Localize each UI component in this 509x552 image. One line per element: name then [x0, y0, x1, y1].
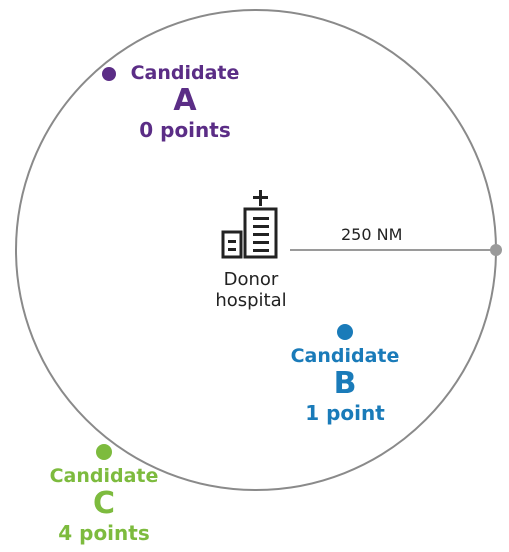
- candidate-a-label: Candidate A 0 points: [115, 62, 255, 142]
- candidate-c-word: Candidate: [49, 465, 159, 487]
- radius-endpoint-dot: [490, 244, 502, 256]
- candidate-b-points: 1 point: [305, 401, 385, 425]
- radius-label: 250 NM: [341, 225, 403, 244]
- candidate-b-marker: [337, 324, 353, 340]
- candidate-a-word: Candidate: [130, 62, 240, 84]
- donor-hospital-label: Donor hospital: [196, 269, 306, 311]
- candidate-c-label: Candidate C 4 points: [34, 465, 174, 545]
- candidate-a-marker: [102, 67, 116, 81]
- donor-label-line1: Donor: [223, 269, 279, 290]
- candidate-c-marker: [96, 444, 112, 460]
- hospital-building-icon: [221, 190, 278, 259]
- candidate-b-word: Candidate: [290, 345, 400, 367]
- candidate-c-letter: C: [92, 486, 116, 521]
- candidate-b-letter: B: [333, 366, 357, 401]
- candidate-a-letter: A: [173, 83, 197, 118]
- candidate-a-points: 0 points: [139, 118, 231, 142]
- candidate-c-points: 4 points: [58, 521, 150, 545]
- donor-label-line2: hospital: [215, 290, 287, 311]
- candidate-b-label: Candidate B 1 point: [275, 345, 415, 425]
